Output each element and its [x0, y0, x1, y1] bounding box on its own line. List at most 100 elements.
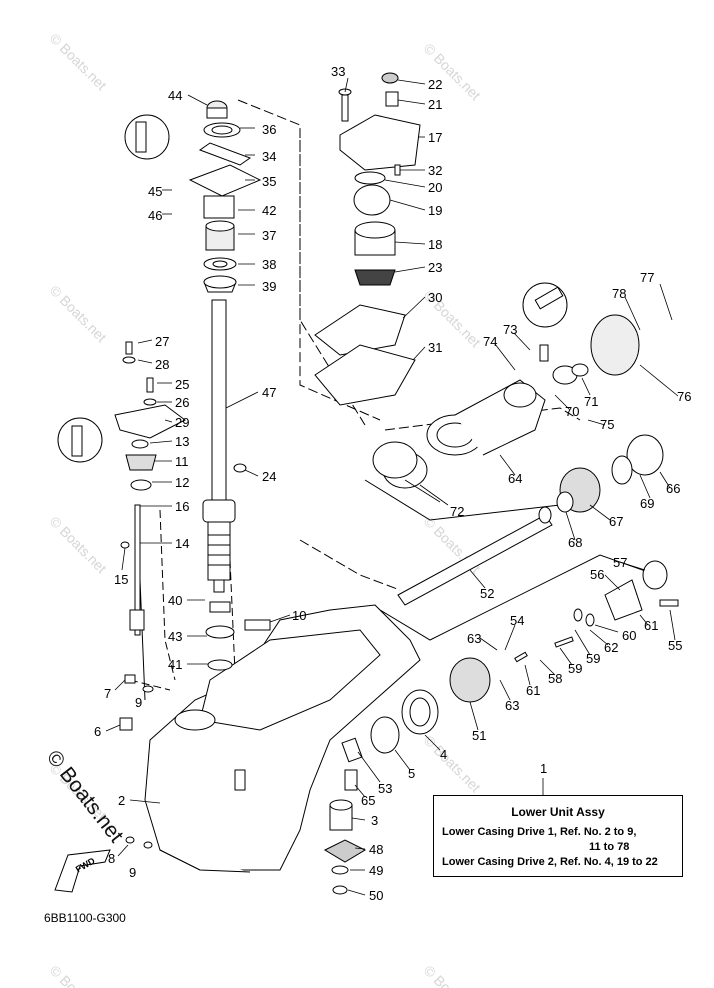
- callout-77: 77: [640, 270, 655, 285]
- clutch-assembly: [514, 560, 679, 663]
- callout-59: 59: [586, 651, 601, 666]
- lower-casing: [144, 604, 421, 873]
- callout-68: 68: [568, 535, 583, 550]
- callout-12: 12: [175, 475, 190, 490]
- callout-29: 29: [175, 415, 190, 430]
- callout-9: 9: [129, 865, 137, 880]
- callout-33: 33: [331, 64, 346, 79]
- callout-18: 18: [428, 237, 443, 252]
- callout-63: 63: [505, 698, 520, 713]
- callout-36: 36: [262, 122, 277, 137]
- callout-69: 69: [640, 496, 655, 511]
- callout-65: 65: [361, 793, 376, 808]
- callout-50: 50: [369, 888, 384, 903]
- callout-74: 74: [483, 334, 498, 349]
- callout-13: 13: [175, 434, 190, 449]
- callout-47: 47: [262, 385, 277, 400]
- callout-38: 38: [262, 257, 277, 272]
- callout-78: 78: [612, 286, 627, 301]
- callout-43: 43: [168, 629, 183, 644]
- callout-10: 10: [292, 608, 307, 623]
- callout-27: 27: [155, 334, 170, 349]
- callout-75: 75: [600, 417, 615, 432]
- callout-55: 55: [668, 638, 683, 653]
- callout-3: 3: [371, 813, 379, 828]
- callout-4: 4: [440, 747, 448, 762]
- callout-7: 7: [104, 686, 112, 701]
- callout-42: 42: [262, 203, 277, 218]
- drive-shaft: [202, 299, 236, 593]
- reference-box: Lower Unit Assy Lower Casing Drive 1, Re…: [433, 795, 683, 877]
- callout-61: 61: [526, 683, 541, 698]
- propeller-shaft: [397, 506, 553, 606]
- callout-32: 32: [428, 163, 443, 178]
- reference-row: Lower Casing Drive 1, Ref. No. 2 to 9,: [442, 826, 637, 838]
- callout-22: 22: [428, 77, 443, 92]
- callout-63: 63: [467, 631, 482, 646]
- callout-24: 24: [262, 469, 277, 484]
- callout-25: 25: [175, 377, 190, 392]
- callout-5: 5: [408, 766, 416, 781]
- callout-26: 26: [175, 395, 190, 410]
- callout-6: 6: [94, 724, 102, 739]
- callout-62: 62: [604, 640, 619, 655]
- fasteners: [119, 463, 271, 849]
- callout-11: 11: [175, 454, 189, 469]
- callout-2: 2: [118, 793, 126, 808]
- callout-34: 34: [262, 149, 277, 164]
- diagram-code: 6BB1100-G300: [44, 911, 126, 925]
- callout-52: 52: [480, 586, 495, 601]
- reference-row: Lower Casing Drive 2, Ref. No. 4, 19 to …: [442, 856, 658, 868]
- callout-51: 51: [472, 728, 487, 743]
- callout-23: 23: [428, 260, 443, 275]
- callout-67: 67: [609, 514, 624, 529]
- pinion-stack: [323, 737, 367, 895]
- callout-60: 60: [622, 628, 637, 643]
- callout-76: 76: [677, 389, 692, 404]
- callout-21: 21: [428, 97, 443, 112]
- callout-53: 53: [378, 781, 393, 796]
- callout-39: 39: [262, 279, 277, 294]
- callout-45: 45: [148, 184, 163, 199]
- callout-48: 48: [369, 842, 384, 857]
- lube-symbol: [57, 114, 568, 463]
- upper-seal-stack: [188, 100, 262, 293]
- callout-35: 35: [262, 174, 277, 189]
- callout-71: 71: [584, 394, 599, 409]
- callout-31: 31: [428, 340, 443, 355]
- callout-9: 9: [135, 695, 143, 710]
- callout-19: 19: [428, 203, 443, 218]
- callout-49: 49: [369, 863, 384, 878]
- callout-20: 20: [428, 180, 443, 195]
- callout-56: 56: [590, 567, 605, 582]
- callout-46: 46: [148, 208, 163, 223]
- callout-70: 70: [565, 404, 580, 419]
- water-pump-assembly: [314, 72, 421, 406]
- callout-59: 59: [568, 661, 583, 676]
- reference-title: Lower Unit Assy: [511, 805, 605, 819]
- callout-28: 28: [155, 357, 170, 372]
- callout-54: 54: [510, 613, 525, 628]
- reference-row: 11 to 78: [589, 841, 630, 853]
- callout-73: 73: [503, 322, 518, 337]
- callout-44: 44: [168, 88, 183, 103]
- callout-16: 16: [175, 499, 190, 514]
- callout-41: 41: [168, 657, 183, 672]
- callout-37: 37: [262, 228, 277, 243]
- callout-40: 40: [168, 593, 183, 608]
- callout-15: 15: [114, 572, 129, 587]
- callout-8: 8: [108, 851, 116, 866]
- callout-58: 58: [548, 671, 563, 686]
- forward-gear-bearing: [370, 657, 491, 754]
- callout-30: 30: [428, 290, 443, 305]
- forward-direction-arrow: [54, 849, 111, 893]
- callout-66: 66: [666, 481, 681, 496]
- callout-61: 61: [644, 618, 659, 633]
- callout-17: 17: [428, 130, 443, 145]
- callout-14: 14: [175, 536, 190, 551]
- shift-rod-assembly: [114, 341, 186, 636]
- callout-1: 1: [540, 761, 548, 776]
- callout-64: 64: [508, 471, 523, 486]
